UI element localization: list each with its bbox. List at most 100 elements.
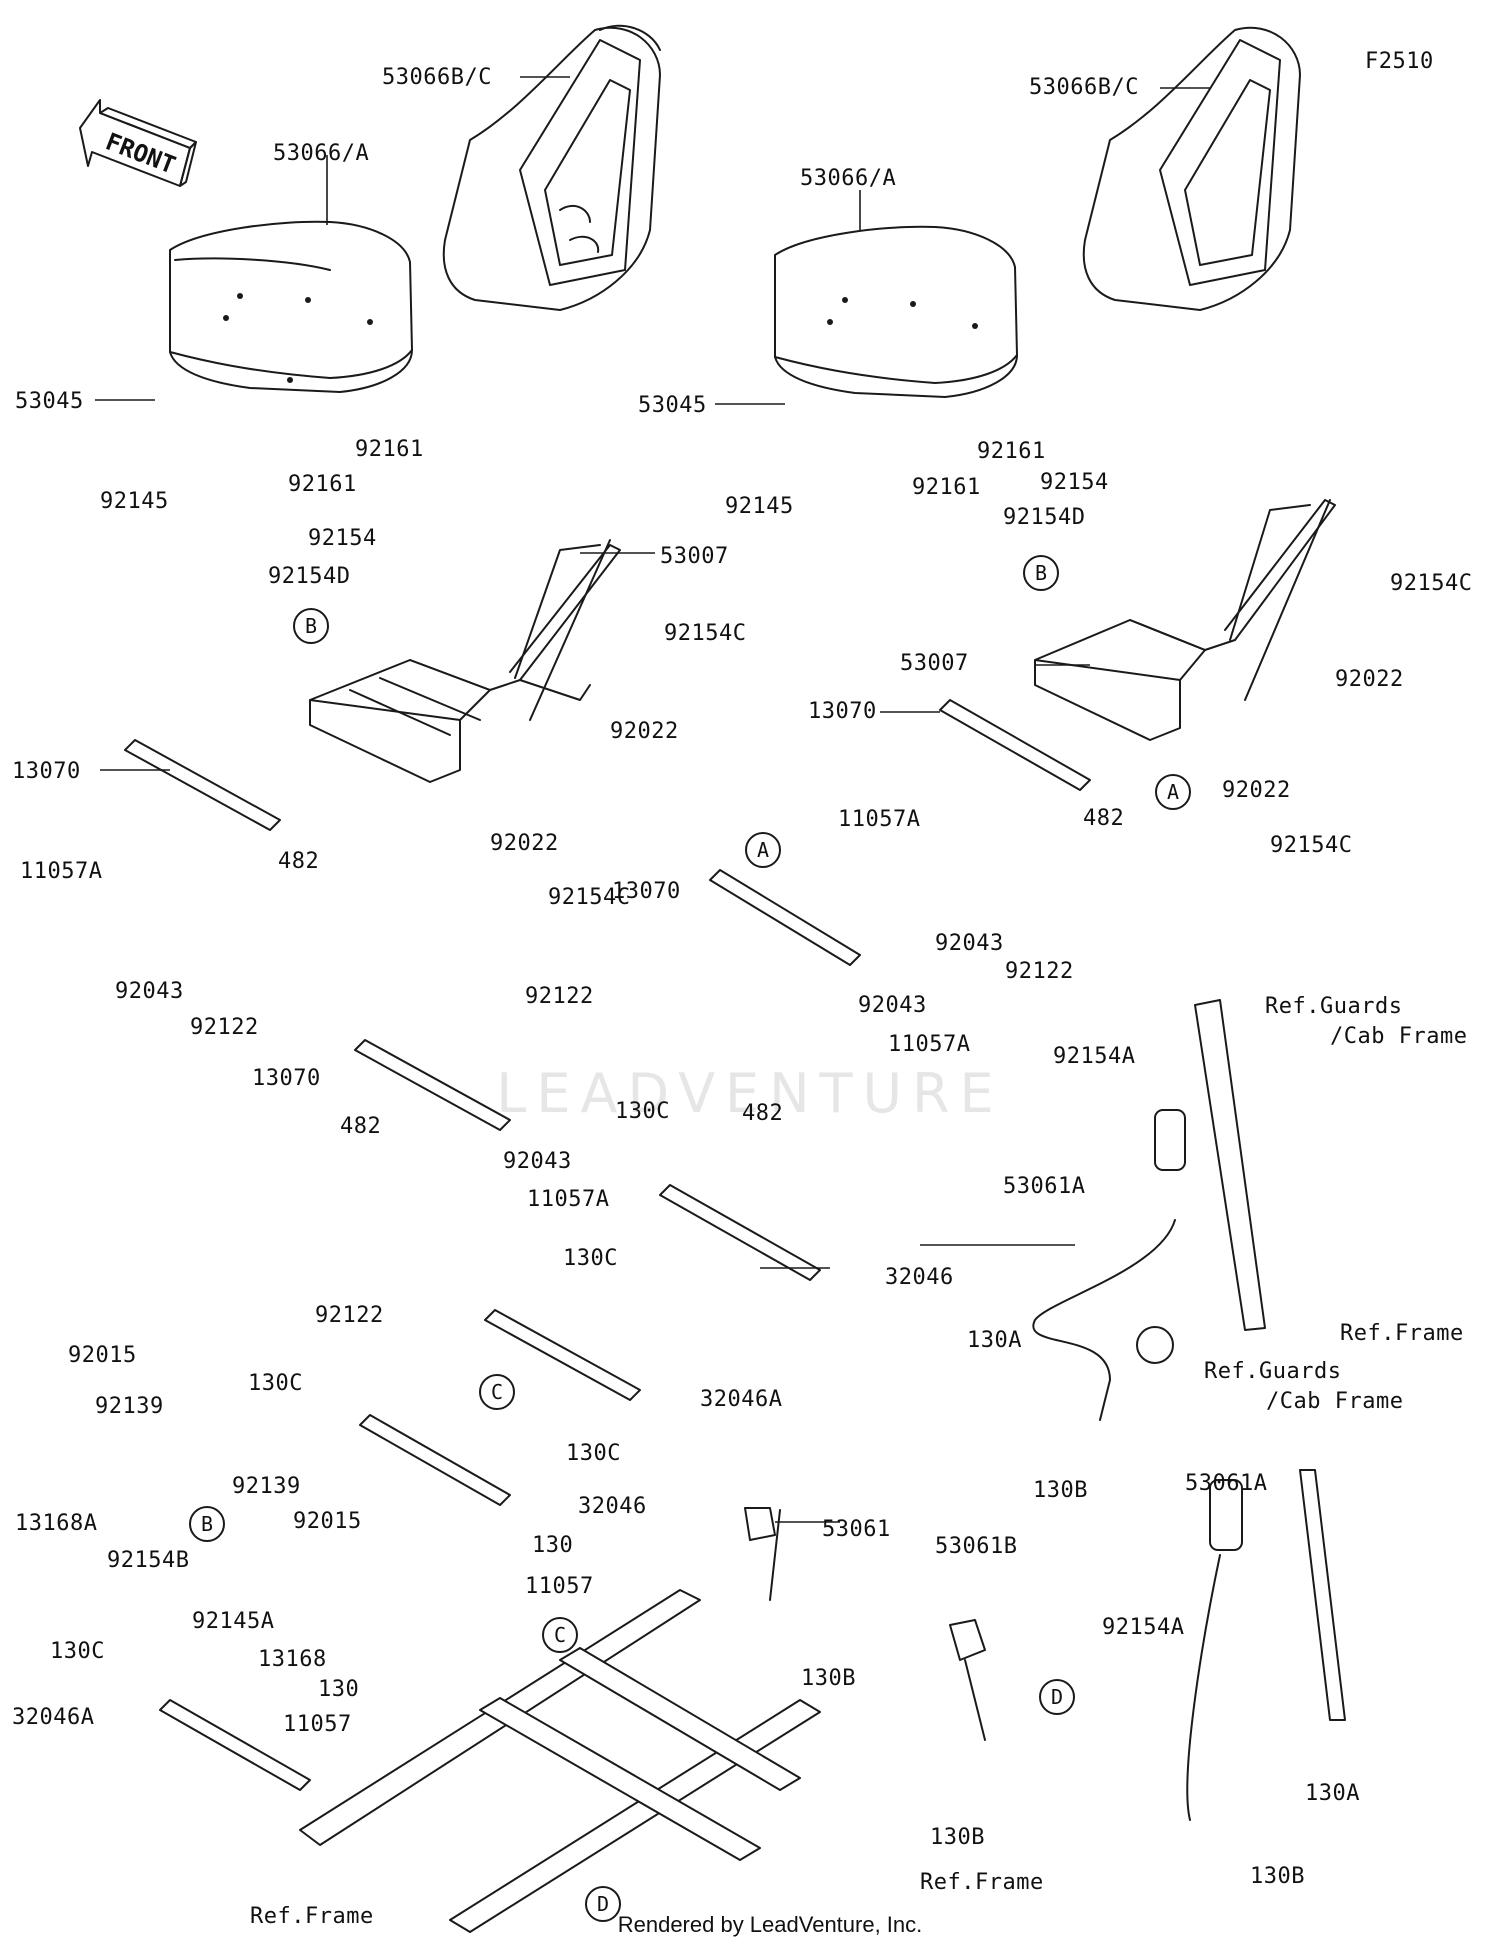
label-11057a-left: 11057A (20, 859, 102, 884)
circle-ref-d-belt: D (1039, 1679, 1075, 1715)
label-92122-right: 92122 (1005, 959, 1074, 984)
label-482-right: 482 (1083, 806, 1124, 831)
circle-ref-b-right: B (1023, 555, 1059, 591)
label-92145-left: 92145 (100, 489, 169, 514)
circle-ref-a-right: A (1155, 774, 1191, 810)
label-92154d-right: 92154D (1003, 505, 1085, 530)
label-53045-right: 53045 (638, 393, 707, 418)
label-482-center: 482 (742, 1101, 783, 1126)
label-92161-left-a: 92161 (355, 437, 424, 462)
right-seat-back (1082, 26, 1301, 311)
label-53066bc-right: 53066B/C (1029, 75, 1139, 100)
label-130b-belt-b: 130B (930, 1825, 985, 1850)
label-53061a-a: 53061A (1003, 1174, 1085, 1199)
circle-ref-d-lower: D (585, 1886, 621, 1922)
svg-text:D: D (1051, 1685, 1063, 1709)
label-130-b: 130 (318, 1677, 359, 1702)
label-13168: 13168 (258, 1647, 327, 1672)
label-92145a: 92145A (192, 1609, 274, 1634)
front-arrow-icon: FRONT (79, 99, 197, 187)
label-130b-center: 130B (801, 1666, 856, 1691)
label-53066a-right: 53066/A (800, 166, 896, 191)
label-92122-center: 92122 (525, 984, 594, 1009)
label-53007-left: 53007 (660, 544, 729, 569)
svg-text:A: A (1167, 780, 1179, 804)
right-seat-cushion (774, 225, 1018, 398)
label-32046a-left: 32046A (12, 1705, 94, 1730)
label-92043-left: 92043 (115, 979, 184, 1004)
figure-code: F2510 (1365, 49, 1434, 74)
leader-lines (95, 76, 1210, 1523)
label-11057a-lower: 11057A (527, 1187, 609, 1212)
label-53007-right: 53007 (900, 651, 969, 676)
label-92043-right: 92043 (935, 931, 1004, 956)
label-92015-left: 92015 (68, 1343, 137, 1368)
svg-text:C: C (554, 1623, 566, 1647)
label-92161-right-b: 92161 (912, 475, 981, 500)
footer-credit: Rendered by LeadVenture, Inc. (618, 1912, 923, 1937)
label-53066a-left: 53066/A (273, 141, 369, 166)
label-92022-right-b: 92022 (1222, 778, 1291, 803)
label-53061: 53061 (822, 1517, 891, 1542)
seat-belts (744, 999, 1346, 1821)
label-cab-frame-b: /Cab Frame (1266, 1389, 1403, 1414)
label-53066bc-left: 53066B/C (382, 65, 492, 90)
label-32046-lower: 32046 (578, 1494, 647, 1519)
label-92154-left: 92154 (308, 526, 377, 551)
label-92022-right-a: 92022 (1335, 667, 1404, 692)
label-92122-left: 92122 (190, 1015, 259, 1040)
svg-text:C: C (491, 1380, 503, 1404)
base-frame (299, 1509, 821, 1933)
circle-ref-c-mid: C (479, 1374, 515, 1410)
label-32046a-mid: 32046A (700, 1387, 782, 1412)
label-ref-guards-b: Ref.Guards (1204, 1359, 1341, 1384)
label-53061a-b: 53061A (1185, 1471, 1267, 1496)
svg-text:B: B (305, 614, 317, 638)
label-11057-a: 11057 (525, 1574, 594, 1599)
label-92154-right: 92154 (1040, 470, 1109, 495)
label-11057a-right: 11057A (838, 807, 920, 832)
right-seat-frame (1034, 499, 1336, 741)
label-92015-right: 92015 (293, 1509, 362, 1534)
label-11057a-center: 11057A (888, 1032, 970, 1057)
label-13070-right: 13070 (808, 699, 877, 724)
label-92043-center: 92043 (858, 993, 927, 1018)
svg-text:B: B (1035, 561, 1047, 585)
label-130c-a: 130C (615, 1099, 670, 1124)
label-130c-e: 130C (50, 1639, 105, 1664)
label-130-a: 130 (532, 1533, 573, 1558)
label-53061b: 53061B (935, 1534, 1017, 1559)
label-ref-guards-a: Ref.Guards (1265, 994, 1402, 1019)
left-seat-back (442, 24, 661, 311)
label-130a-b: 130A (1305, 1781, 1360, 1806)
circle-ref-b-lower: B (189, 1506, 225, 1542)
label-13070-lower: 13070 (252, 1066, 321, 1091)
label-130b-belt-c: 130B (1250, 1864, 1305, 1889)
label-92154c-left-a: 92154C (664, 621, 746, 646)
label-92022-left-b: 92022 (490, 831, 559, 856)
callout-labels: F2510 53066B/C 53066B/C 53066/A 53066/A … (12, 49, 1472, 1929)
label-92145-right: 92145 (725, 494, 794, 519)
seat-rails (124, 699, 1091, 1791)
label-ref-frame-belt: Ref.Frame (920, 1870, 1044, 1895)
label-92154a-b: 92154A (1102, 1615, 1184, 1640)
label-53045-left: 53045 (15, 389, 84, 414)
label-92154b: 92154B (107, 1548, 189, 1573)
label-ref-frame-left: Ref.Frame (250, 1904, 374, 1929)
label-130b-belt-a: 130B (1033, 1478, 1088, 1503)
svg-text:D: D (597, 1892, 609, 1916)
label-92154c-right-a: 92154C (1390, 571, 1472, 596)
svg-text:A: A (757, 838, 769, 862)
circle-ref-b-left: B (293, 608, 329, 644)
svg-text:B: B (201, 1512, 213, 1536)
label-130c-b: 130C (563, 1246, 618, 1271)
label-92161-right-a: 92161 (977, 439, 1046, 464)
label-130c-d: 130C (566, 1441, 621, 1466)
label-13070-left: 13070 (12, 759, 81, 784)
label-92154d-left: 92154D (268, 564, 350, 589)
label-13070-center: 13070 (612, 879, 681, 904)
label-92161-left-b: 92161 (288, 472, 357, 497)
label-130c-c: 130C (248, 1371, 303, 1396)
label-32046-right: 32046 (885, 1265, 954, 1290)
